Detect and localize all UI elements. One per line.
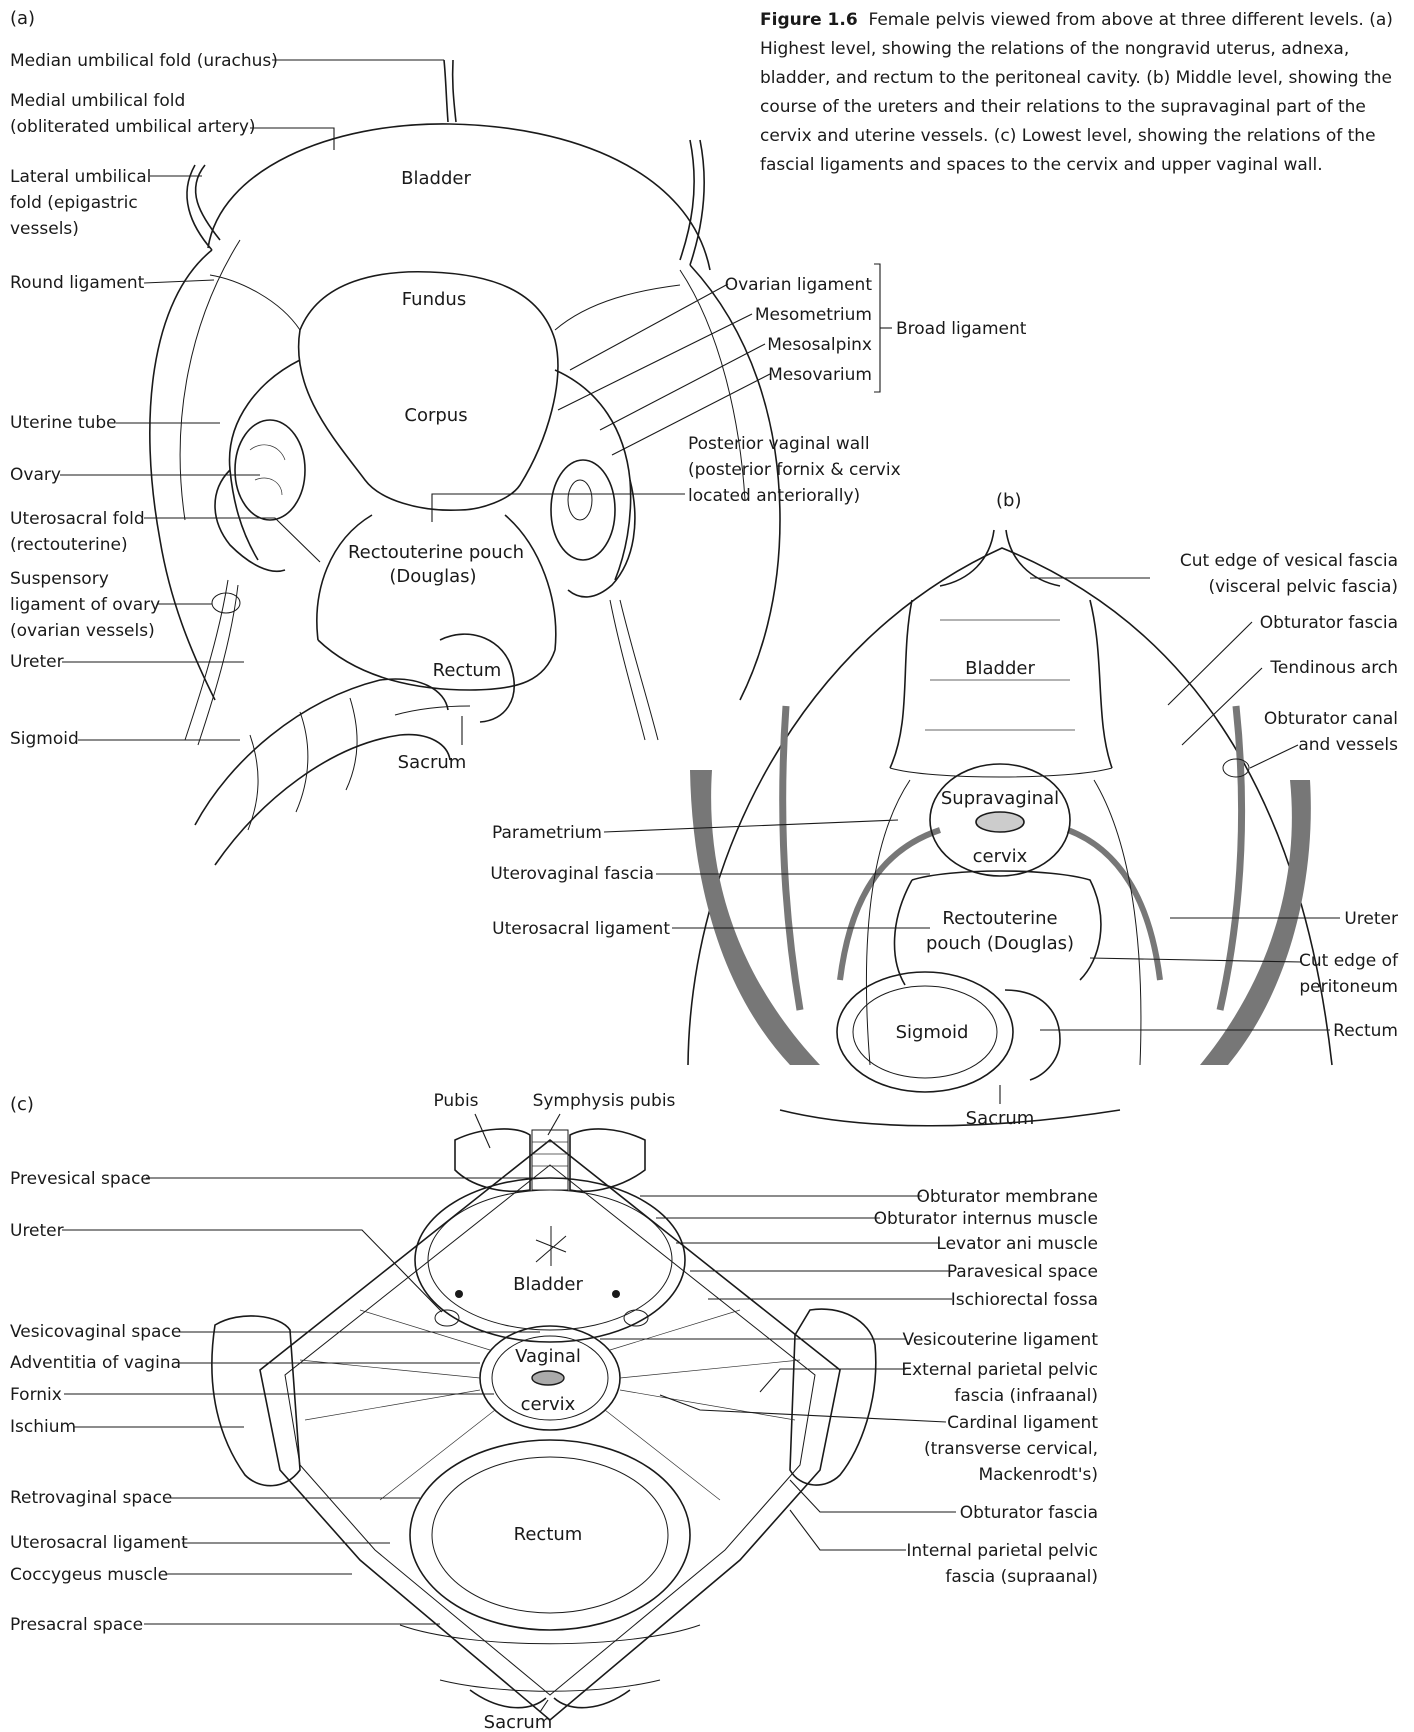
organ-rectouterine-pouch-1: Rectouterine pouch: [348, 542, 524, 563]
label-ureter-c: Ureter: [10, 1221, 64, 1241]
label-cardinal-ligament-1: Cardinal ligament: [947, 1413, 1098, 1433]
label-cut-edge-peritoneum-2: peritoneum: [1299, 977, 1398, 997]
organ-rectouterine-pouch-2: (Douglas): [389, 566, 476, 587]
label-internal-fascia-1: Internal parietal pelvic: [906, 1541, 1098, 1561]
label-external-fascia-2: fascia (infraanal): [954, 1386, 1098, 1406]
organ-bladder-a: Bladder: [401, 168, 471, 189]
label-medial-umbilical-fold-2: (obliterated umbilical artery): [10, 117, 256, 137]
panel-c: (c): [10, 1091, 1098, 1732]
label-internal-fascia-2: fascia (supraanal): [945, 1567, 1098, 1587]
label-external-fascia-1: External parietal pelvic: [901, 1360, 1098, 1380]
label-medial-umbilical-fold-1: Medial umbilical fold: [10, 91, 185, 111]
label-suspensory-2: ligament of ovary: [10, 595, 160, 615]
label-adventitia-vagina: Adventitia of vagina: [10, 1353, 181, 1373]
label-uterosacral-fold-2: (rectouterine): [10, 535, 128, 555]
label-pubis: Pubis: [433, 1091, 478, 1111]
label-sigmoid-a: Sigmoid: [10, 729, 79, 749]
label-ischiorectal-fossa: Ischiorectal fossa: [951, 1290, 1098, 1310]
organ-rectum-a: Rectum: [433, 660, 502, 681]
organ-fundus: Fundus: [402, 289, 466, 310]
label-rectum-b: Rectum: [1333, 1021, 1398, 1041]
label-mesosalpinx: Mesosalpinx: [767, 335, 872, 355]
organ-vaginal-cervix-2: cervix: [521, 1394, 576, 1415]
label-median-umbilical-fold: Median umbilical fold (urachus): [10, 51, 278, 71]
label-lateral-umbilical-2: fold (epigastric: [10, 193, 138, 213]
label-obturator-fascia-b: Obturator fascia: [1260, 613, 1398, 633]
label-cut-edge-vesical-2: (visceral pelvic fascia): [1209, 577, 1399, 597]
panel-b-letter: (b): [996, 490, 1021, 511]
label-uterovaginal-fascia: Uterovaginal fascia: [490, 864, 654, 884]
label-paravesical-space: Paravesical space: [947, 1262, 1098, 1282]
label-mesometrium: Mesometrium: [755, 305, 872, 325]
organ-rectouterine-pouch-b-2: pouch (Douglas): [926, 933, 1074, 954]
organ-supravaginal-cervix-2: cervix: [973, 846, 1028, 867]
label-round-ligament: Round ligament: [10, 273, 145, 293]
label-broad-ligament: Broad ligament: [896, 319, 1027, 339]
organ-rectouterine-pouch-b-1: Rectouterine: [942, 908, 1057, 929]
label-uterosacral-ligament-b: Uterosacral ligament: [492, 919, 670, 939]
label-obturator-membrane: Obturator membrane: [917, 1187, 1099, 1207]
label-ureter-b: Ureter: [1344, 909, 1398, 929]
label-suspensory-1: Suspensory: [10, 569, 109, 589]
label-ovarian-ligament: Ovarian ligament: [725, 275, 873, 295]
label-retrovaginal-space: Retrovaginal space: [10, 1488, 172, 1508]
label-posterior-wall-2: (posterior fornix & cervix: [688, 460, 901, 480]
organ-sacrum-c: Sacrum: [484, 1712, 553, 1732]
label-posterior-wall-1: Posterior vaginal wall: [688, 434, 870, 454]
label-ovary: Ovary: [10, 465, 61, 485]
organ-bladder-b: Bladder: [965, 658, 1035, 679]
label-tendinous-arch: Tendinous arch: [1269, 658, 1398, 678]
label-uterosacral-ligament-c: Uterosacral ligament: [10, 1533, 188, 1553]
panel-a: (a): [10, 8, 1027, 865]
label-cut-edge-vesical-1: Cut edge of vesical fascia: [1180, 551, 1398, 571]
label-coccygeus-muscle: Coccygeus muscle: [10, 1565, 168, 1585]
label-vesicouterine-ligament: Vesicouterine ligament: [903, 1330, 1099, 1350]
label-vesicovaginal-space: Vesicovaginal space: [10, 1322, 181, 1342]
label-uterosacral-fold-1: Uterosacral fold: [10, 509, 145, 529]
label-presacral-space: Presacral space: [10, 1615, 143, 1635]
organ-sigmoid-b: Sigmoid: [896, 1022, 969, 1043]
label-obturator-canal-1: Obturator canal: [1264, 709, 1398, 729]
label-symphysis-pubis: Symphysis pubis: [533, 1091, 676, 1111]
organ-bladder-c: Bladder: [513, 1274, 583, 1295]
label-obturator-internus: Obturator internus muscle: [874, 1209, 1098, 1229]
organ-rectum-c: Rectum: [514, 1524, 583, 1545]
panel-c-letter: (c): [10, 1094, 34, 1115]
label-cardinal-ligament-2: (transverse cervical,: [924, 1439, 1098, 1459]
label-ureter-a: Ureter: [10, 652, 64, 672]
label-lateral-umbilical-3: vessels): [10, 219, 79, 239]
organ-sacrum-b: Sacrum: [966, 1108, 1035, 1129]
panel-b: (b): [490, 490, 1399, 1129]
panel-b-drawing: [688, 530, 1332, 1126]
label-cardinal-ligament-3: Mackenrodt's): [978, 1465, 1098, 1485]
label-ischium: Ischium: [10, 1417, 76, 1437]
label-obturator-canal-2: and vessels: [1298, 735, 1398, 755]
label-obturator-fascia-c: Obturator fascia: [960, 1503, 1098, 1523]
label-lateral-umbilical-1: Lateral umbilical: [10, 167, 151, 187]
organ-supravaginal-cervix-1: Supravaginal: [941, 788, 1059, 809]
label-cut-edge-peritoneum-1: Cut edge of: [1299, 951, 1399, 971]
organ-sacrum-a: Sacrum: [398, 752, 467, 773]
label-uterine-tube: Uterine tube: [10, 413, 117, 433]
label-prevesical-space: Prevesical space: [10, 1169, 151, 1189]
label-suspensory-3: (ovarian vessels): [10, 621, 155, 641]
label-posterior-wall-3: located anteriorally): [688, 486, 860, 506]
label-parametrium: Parametrium: [492, 823, 602, 843]
label-levator-ani: Levator ani muscle: [936, 1234, 1098, 1254]
label-mesovarium: Mesovarium: [768, 365, 872, 385]
organ-vaginal-cervix-1: Vaginal: [515, 1346, 581, 1367]
panel-a-letter: (a): [10, 8, 35, 29]
organ-corpus: Corpus: [404, 405, 467, 426]
label-fornix: Fornix: [10, 1385, 62, 1405]
